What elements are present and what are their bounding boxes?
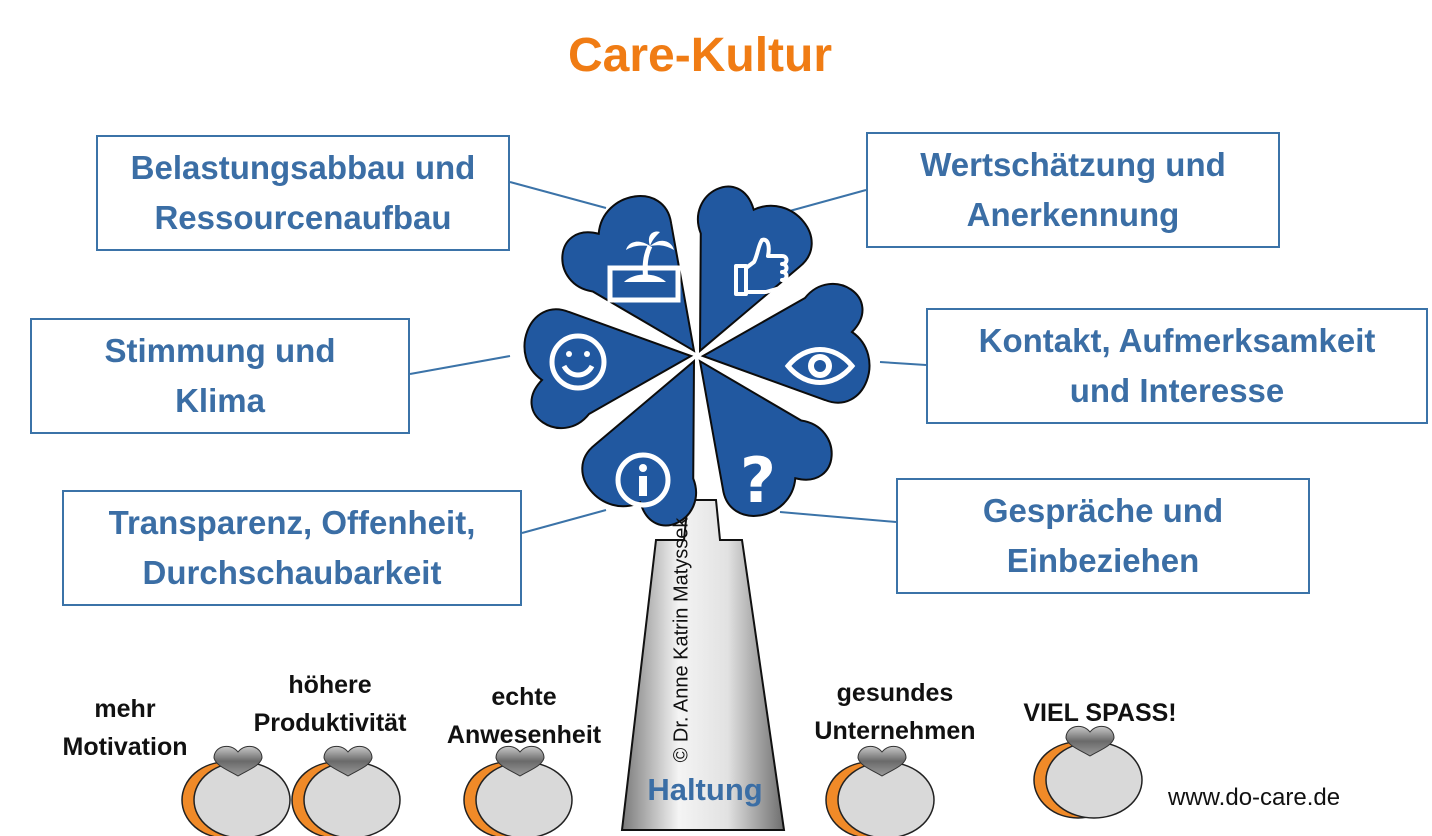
box-line: Kontakt, Aufmerksamkeit [978,322,1376,359]
box-gespraeche: Gespräche und Einbeziehen [896,478,1310,594]
info-icon [615,452,671,508]
website-url: www.do-care.de [1168,784,1341,811]
page-title: Care-Kultur [567,29,833,82]
box-wertschaetzung: Wertschätzung und Anerkennung [866,132,1280,248]
benefit-produktivitaet: höhere Produktivität [240,666,420,742]
fruit-icon-2 [291,745,401,836]
copyright-text: © Dr. Anne Katrin Matyssek [670,517,693,763]
box-line: und Interesse [1069,372,1285,409]
box-line: Einbeziehen [1006,542,1200,579]
benefit-anwesenheit: echte Anwesenheit [434,678,614,754]
fruit-icon-4 [825,745,935,836]
box-line: Gespräche und [982,492,1224,529]
benefit-line: gesundes [836,679,954,707]
benefit-line: Motivation [62,733,188,761]
box-stimmung: Stimmung und Klima [30,318,410,434]
benefit-motivation: mehr Motivation [50,690,200,766]
benefit-line: echte [491,683,557,711]
tree-trunk [620,499,786,831]
benefit-line: VIEL SPASS! [1023,699,1177,727]
benefit-unternehmen: gesundes Unternehmen [800,674,990,750]
connector-line [785,189,867,213]
benefit-line: höhere [288,671,372,699]
box-transparenz: Transparenz, Offenheit, Durchschaubarkei… [62,490,522,606]
fruit-icon-5 [1033,725,1143,819]
trunk-label: Haltung [647,772,763,807]
box-line: Transparenz, Offenheit, [108,504,476,541]
svg-text:?: ? [740,444,776,517]
box-line: Ressourcenaufbau [154,199,452,236]
connector-line [879,361,927,366]
benefit-line: Unternehmen [814,717,976,745]
box-kontakt: Kontakt, Aufmerksamkeit und Interesse [926,308,1428,424]
benefit-spass: VIEL SPASS! [1010,694,1190,732]
connector-line [521,509,607,534]
box-line: Stimmung und [104,332,336,369]
connector-line [509,181,607,209]
connector-line [779,511,897,523]
connector-lines [409,181,927,534]
benefit-line: Produktivität [253,709,407,737]
box-line: Anerkennung [966,196,1180,233]
island-icon [607,231,681,303]
smiley-icon [549,333,607,391]
thumbs-up-icon [734,237,789,296]
eye-icon [784,347,856,385]
box-line: Belastungsabbau und [130,149,476,186]
box-line: Klima [175,382,265,419]
connector-line [409,355,511,375]
box-line: Durchschaubarkeit [142,554,442,591]
question-icon: ? [740,444,776,517]
benefit-line: mehr [94,695,156,723]
benefit-line: Anwesenheit [446,721,602,749]
fruit-icon-3 [463,745,573,836]
box-line: Wertschätzung und [920,146,1226,183]
box-belastungsabbau: Belastungsabbau und Ressourcenaufbau [96,135,510,251]
